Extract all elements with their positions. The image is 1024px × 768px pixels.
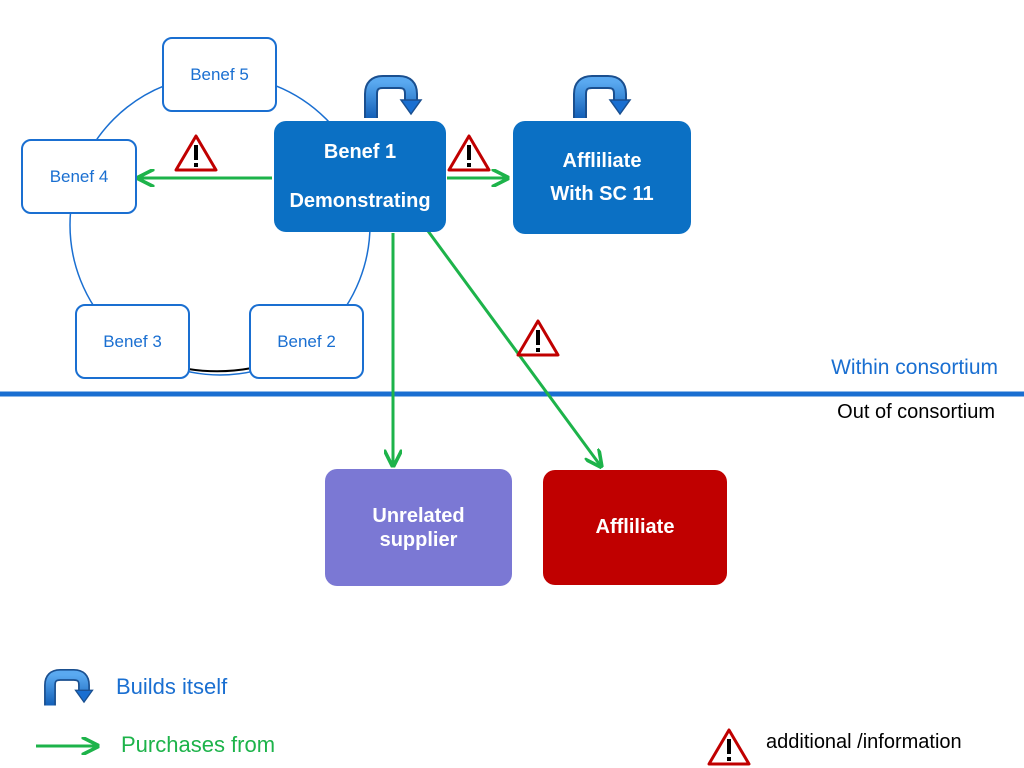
warning-triangle-icon (174, 134, 218, 172)
node-benef1-line2: Demonstrating (289, 189, 431, 212)
node-affiliate-sc11: Affliliate With SC 11 (513, 121, 691, 234)
node-affiliate-label: Affliliate (595, 516, 675, 538)
node-benef1: Benef 1 Demonstrating (274, 121, 446, 232)
curved-arrow-icon (50, 675, 93, 706)
builds-itself-icon-benef1 (371, 82, 421, 118)
node-benef5: Benef 5 (162, 37, 277, 112)
region-within-label: Within consortium (831, 356, 998, 379)
node-benef1-line1: Benef 1 (323, 140, 397, 163)
warning-triangle-icon (516, 319, 560, 357)
warning-triangle-icon (447, 134, 491, 172)
warning-triangle-icon (707, 728, 751, 766)
node-benef4-label: Benef 4 (49, 166, 109, 186)
arrow-benef1-to-affiliate (426, 230, 600, 465)
node-affiliate-sc11-line2: With SC 11 (550, 182, 654, 205)
node-unrelated-supplier: Unrelated supplier (325, 469, 512, 586)
node-benef2-label: Benef 2 (277, 331, 336, 351)
node-unrelated-supplier-label: Unrelated supplier (372, 504, 465, 551)
region-out-label: Out of consortium (837, 401, 995, 423)
builds-itself-icon-affiliate-sc11 (580, 82, 630, 118)
node-benef3: Benef 3 (75, 304, 190, 379)
node-affiliate-sc11-line1: Affliliate (562, 149, 642, 172)
node-benef5-label: Benef 5 (190, 64, 249, 84)
node-benef4: Benef 4 (21, 139, 137, 214)
node-benef3-label: Benef 3 (103, 331, 162, 351)
legend-additional-information: additional /information (766, 731, 962, 753)
legend-builds-itself: Builds itself (116, 674, 228, 699)
node-affiliate: Affliliate (543, 470, 727, 585)
benef3-benef2-link (187, 367, 253, 373)
node-benef2: Benef 2 (249, 304, 364, 379)
legend-purchases-from: Purchases from (121, 732, 276, 757)
